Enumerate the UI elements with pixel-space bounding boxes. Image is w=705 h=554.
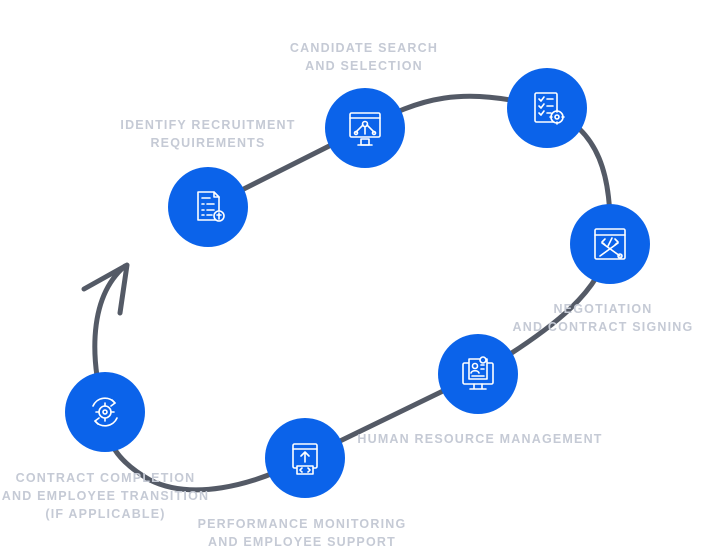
arrowhead-icon <box>81 262 130 316</box>
label-search: CANDIDATE SEARCH AND SELECTION <box>264 39 464 75</box>
network-screen-icon <box>349 112 381 146</box>
step-node-checklist <box>507 68 587 148</box>
checklist-gear-icon <box>534 92 565 125</box>
label-line: CONTRACT COMPLETION <box>15 471 196 485</box>
label-line: CANDIDATE SEARCH <box>289 41 439 55</box>
label-line: AND EMPLOYEE SUPPORT <box>208 535 396 549</box>
code-tools-icon <box>594 228 626 260</box>
step-node-hr <box>438 334 518 414</box>
label-performance: PERFORMANCE MONITORING AND EMPLOYEE SUPP… <box>177 515 427 551</box>
label-negotiation: NEGOTIATION AND CONTRACT SIGNING <box>503 300 703 336</box>
label-hr: HUMAN RESOURCE MANAGEMENT <box>340 430 620 448</box>
monitor-profile-icon <box>462 356 494 390</box>
upload-code-icon <box>292 443 318 475</box>
step-node-search <box>325 88 405 168</box>
label-line: IDENTIFY RECRUITMENT <box>120 118 296 132</box>
step-node-completion <box>65 372 145 452</box>
label-line: AND CONTRACT SIGNING <box>512 320 694 334</box>
label-identify: IDENTIFY RECRUITMENT REQUIREMENTS <box>100 116 316 152</box>
label-line: HUMAN RESOURCE MANAGEMENT <box>357 432 603 446</box>
document-list-icon <box>197 191 225 222</box>
label-line: NEGOTIATION <box>553 302 653 316</box>
label-line: (IF APPLICABLE) <box>45 507 166 521</box>
label-completion: CONTRACT COMPLETION AND EMPLOYEE TRANSIT… <box>0 469 211 523</box>
label-line: PERFORMANCE MONITORING <box>197 517 407 531</box>
label-line: AND SELECTION <box>305 59 423 73</box>
step-node-identify <box>168 167 248 247</box>
step-node-negotiation <box>570 204 650 284</box>
label-line: AND EMPLOYEE TRANSITION <box>1 489 210 503</box>
gear-cycle-icon <box>92 397 118 427</box>
label-line: REQUIREMENTS <box>150 136 266 150</box>
step-node-performance <box>265 418 345 498</box>
